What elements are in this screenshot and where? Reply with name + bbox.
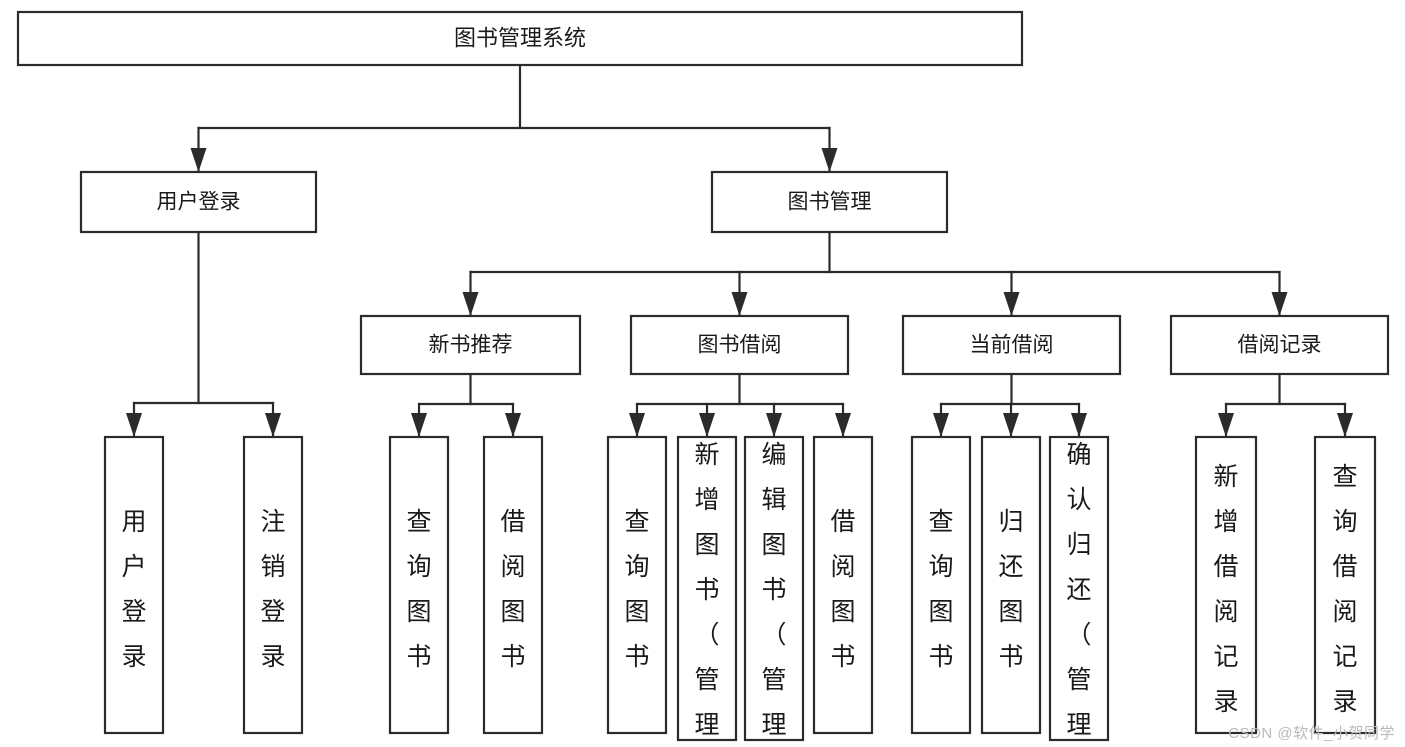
node-box-user-login bbox=[79, 170, 318, 234]
node-box-leaf-borrow-book-2 bbox=[812, 435, 874, 735]
node-box-leaf-logout bbox=[242, 435, 304, 735]
arrow-head-icon-book-manage-3 bbox=[1271, 292, 1288, 316]
node-label-root: 图书管理系统 bbox=[454, 25, 586, 50]
node-label-user-login: 用户登录 bbox=[157, 191, 241, 214]
node-box-leaf-query-book-2 bbox=[606, 435, 668, 735]
arrow-head-icon-book-manage-2 bbox=[1003, 292, 1020, 316]
node-label-current-borrow: 当前借阅 bbox=[970, 334, 1054, 357]
node-label-borrow-record: 借阅记录 bbox=[1238, 334, 1322, 357]
node-box-leaf-add-record bbox=[1194, 435, 1258, 735]
arrow-head-icon-book-borrow-3 bbox=[835, 413, 851, 437]
node-label-leaf-query-book-1: 查询图书 bbox=[406, 508, 431, 671]
node-box-leaf-confirm-return bbox=[1048, 435, 1110, 742]
node-box-leaf-user-login bbox=[103, 435, 165, 735]
node-box-book-manage bbox=[710, 170, 949, 234]
node-borrow-record[interactable]: 借阅记录 bbox=[1169, 314, 1390, 376]
node-boxes: 图书管理系统用户登录图书管理新书推荐图书借阅当前借阅借阅记录用户登录注销登录查询… bbox=[16, 10, 1390, 747]
arrow-head-icon-book-manage-0 bbox=[462, 292, 479, 316]
node-label-leaf-return-book: 归还图书 bbox=[998, 508, 1023, 671]
node-box-borrow-record bbox=[1169, 314, 1390, 376]
node-box-leaf-borrow-book-1 bbox=[482, 435, 544, 735]
node-leaf-query-book-1[interactable]: 查询图书 bbox=[388, 435, 450, 735]
arrow-head-icon-book-borrow-2 bbox=[766, 413, 782, 437]
node-label-leaf-query-book-3: 查询图书 bbox=[928, 508, 953, 671]
node-leaf-user-login[interactable]: 用户登录 bbox=[103, 435, 165, 735]
node-label-leaf-borrow-book-2: 借阅图书 bbox=[830, 508, 855, 671]
node-label-leaf-logout: 注销登录 bbox=[260, 508, 285, 671]
node-box-leaf-query-record bbox=[1313, 435, 1377, 735]
node-label-leaf-user-login: 用户登录 bbox=[121, 508, 146, 671]
node-box-current-borrow bbox=[901, 314, 1122, 376]
node-leaf-add-book[interactable]: 新增图书（管理员） bbox=[676, 435, 738, 747]
node-root[interactable]: 图书管理系统 bbox=[16, 10, 1024, 67]
node-box-root bbox=[16, 10, 1024, 67]
node-book-manage[interactable]: 图书管理 bbox=[710, 170, 949, 234]
node-leaf-edit-book[interactable]: 编辑图书（管理员） bbox=[743, 435, 805, 747]
node-leaf-logout[interactable]: 注销登录 bbox=[242, 435, 304, 735]
node-box-leaf-add-book bbox=[676, 435, 738, 742]
node-label-leaf-query-book-2: 查询图书 bbox=[624, 508, 649, 671]
node-label-book-borrow: 图书借阅 bbox=[698, 334, 782, 357]
node-label-leaf-confirm-return: 确认归还（管理员） bbox=[1066, 441, 1091, 747]
arrow-head-icon-book-borrow-1 bbox=[699, 413, 715, 437]
node-box-leaf-edit-book bbox=[743, 435, 805, 742]
arrow-head-icon-new-book-0 bbox=[411, 413, 427, 437]
node-box-new-book-recommend bbox=[359, 314, 582, 376]
arrow-head-icon-user-login-1 bbox=[265, 413, 281, 437]
node-label-leaf-borrow-book-1: 借阅图书 bbox=[500, 508, 525, 671]
node-current-borrow[interactable]: 当前借阅 bbox=[901, 314, 1122, 376]
node-leaf-return-book[interactable]: 归还图书 bbox=[980, 435, 1042, 735]
node-leaf-borrow-book-2[interactable]: 借阅图书 bbox=[812, 435, 874, 735]
node-leaf-query-record[interactable]: 查询借阅记录 bbox=[1313, 435, 1377, 735]
watermark-label: CSDN @软件_小贺同学 bbox=[1228, 725, 1395, 742]
node-box-leaf-return-book bbox=[980, 435, 1042, 735]
node-label-leaf-query-record: 查询借阅记录 bbox=[1332, 463, 1357, 716]
node-user-login[interactable]: 用户登录 bbox=[79, 170, 318, 234]
arrow-head-icon-user-login-0 bbox=[126, 413, 142, 437]
arrow-head-icon-root-1 bbox=[821, 148, 838, 172]
node-leaf-confirm-return[interactable]: 确认归还（管理员） bbox=[1048, 435, 1110, 747]
node-box-book-borrow bbox=[629, 314, 850, 376]
arrow-head-icon-new-book-1 bbox=[505, 413, 521, 437]
node-label-leaf-add-record: 新增借阅记录 bbox=[1213, 463, 1238, 716]
node-box-leaf-query-book-1 bbox=[388, 435, 450, 735]
node-box-leaf-query-book-3 bbox=[910, 435, 972, 735]
arrow-head-icon-current-borrow-0 bbox=[933, 413, 949, 437]
arrow-head-icon-current-borrow-1 bbox=[1003, 413, 1019, 437]
connector-lines bbox=[126, 63, 1353, 438]
arrow-head-icon-root-0 bbox=[190, 148, 207, 172]
node-label-new-book-recommend: 新书推荐 bbox=[429, 334, 513, 357]
node-label-book-manage: 图书管理 bbox=[788, 191, 872, 214]
node-leaf-add-record[interactable]: 新增借阅记录 bbox=[1194, 435, 1258, 735]
node-leaf-query-book-2[interactable]: 查询图书 bbox=[606, 435, 668, 735]
node-new-book-recommend[interactable]: 新书推荐 bbox=[359, 314, 582, 376]
arrow-head-icon-book-borrow-0 bbox=[629, 413, 645, 437]
node-book-borrow[interactable]: 图书借阅 bbox=[629, 314, 850, 376]
node-leaf-borrow-book-1[interactable]: 借阅图书 bbox=[482, 435, 544, 735]
node-leaf-query-book-3[interactable]: 查询图书 bbox=[910, 435, 972, 735]
arrow-head-icon-current-borrow-2 bbox=[1071, 413, 1087, 437]
node-label-leaf-edit-book: 编辑图书（管理员） bbox=[761, 441, 786, 747]
arrow-head-icon-borrow-record-1 bbox=[1337, 413, 1353, 437]
arrow-head-icon-borrow-record-0 bbox=[1218, 413, 1234, 437]
arrow-head-icon-book-manage-1 bbox=[731, 292, 748, 316]
node-label-leaf-add-book: 新增图书（管理员） bbox=[694, 441, 719, 747]
